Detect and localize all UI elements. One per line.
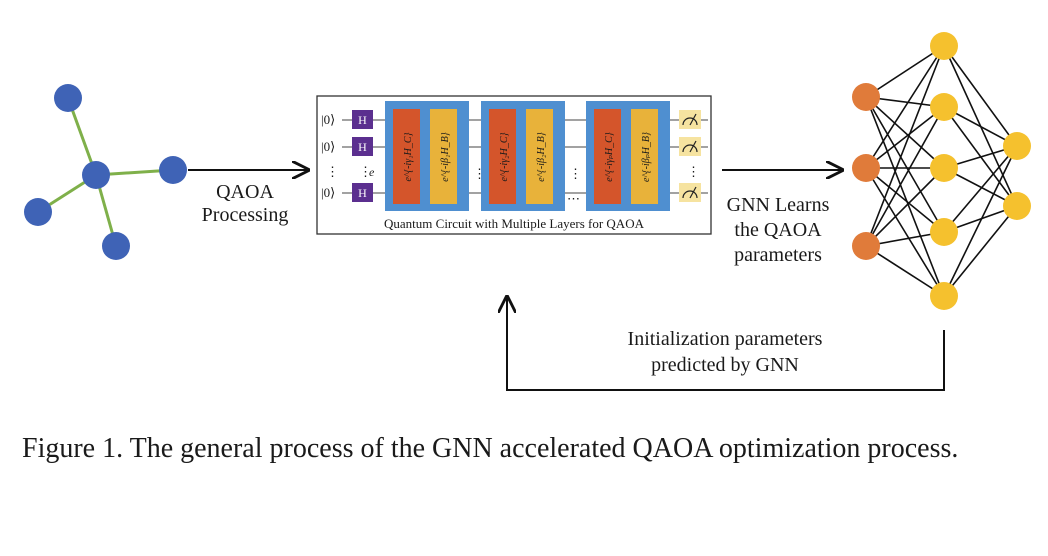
- network-connection: [865, 167, 945, 297]
- graph-node: [159, 156, 187, 184]
- hadamard-gate: [352, 183, 373, 202]
- ket-vertical-dots: ⋮: [326, 164, 339, 179]
- quantum-circuit: |0⟩ |0⟩ ⋮ |0⟩ H H ⋮ e H e^{-iγ₁H_C} e^{-…: [316, 95, 712, 235]
- ket-zero: |0⟩: [321, 112, 335, 127]
- graph-node: [24, 198, 52, 226]
- graph-node: [102, 232, 130, 260]
- hidden-neuron: [930, 32, 958, 60]
- measurement-gate: [679, 137, 701, 156]
- cost-gate: [393, 109, 420, 204]
- mixer-gate: [526, 109, 553, 204]
- gnn-learns-label-line1: GNN Learns: [727, 194, 830, 216]
- cost-gate-label: e^{-iγ₂H_C}: [499, 132, 510, 181]
- network-connection: [865, 167, 945, 247]
- network-connection: [865, 96, 945, 169]
- feedback-label-line1: Initialization parameters: [628, 328, 823, 350]
- input-neuron: [852, 83, 880, 111]
- cost-gate-label: e^{-iγ₁H_C}: [403, 132, 414, 181]
- qaoa-layer-2: e^{-iγ₂H_C} e^{-iβ₂H_B}: [481, 101, 565, 211]
- network-connection: [865, 96, 945, 233]
- network-nodes: [852, 32, 1031, 310]
- hadamard-label: H: [358, 113, 367, 127]
- qaoa-processing-label-line1: QAOA: [216, 181, 274, 203]
- network-connection: [865, 245, 945, 297]
- network-connection: [865, 45, 945, 98]
- feedback-label-line2: predicted by GNN: [651, 354, 799, 376]
- network-connection: [865, 96, 945, 297]
- cost-gate: [489, 109, 516, 204]
- hidden-neuron: [930, 93, 958, 121]
- hidden-neuron: [930, 282, 958, 310]
- network-connection: [865, 167, 945, 233]
- mixer-gate-label: e^{-iβ₂H_B}: [536, 132, 547, 182]
- measurement-gate: [679, 110, 701, 129]
- input-neuron: [852, 232, 880, 260]
- feedback-loop-arrow: [507, 297, 945, 391]
- network-connection: [943, 205, 1018, 297]
- hadamard-gate: [352, 137, 373, 156]
- qaoa-layer-1: e^{-iγ₁H_C} e^{-iβ₁H_B}: [385, 101, 469, 211]
- gnn-learns-label-line3: parameters: [734, 244, 822, 266]
- hadamard-label: H: [358, 140, 367, 154]
- network-connection: [943, 145, 1018, 233]
- hidden-neuron: [930, 218, 958, 246]
- layer-vertical-dots: ⋮: [569, 166, 582, 181]
- hidden-neuron: [930, 154, 958, 182]
- hadamard-label: H: [358, 186, 367, 200]
- mixer-gate-label: e^{-iβₚH_B}: [641, 132, 652, 182]
- mixer-gate: [631, 109, 658, 204]
- ket-zero: |0⟩: [321, 139, 335, 154]
- e-label: e: [369, 165, 375, 179]
- mixer-gate: [430, 109, 457, 204]
- measurement-gate: [679, 183, 701, 202]
- input-graph: [24, 84, 187, 260]
- network-connection: [943, 145, 1018, 297]
- hadamard-gate: [352, 110, 373, 129]
- hadamard-vertical-dots: ⋮: [359, 164, 372, 179]
- network-connection: [865, 45, 945, 247]
- qaoa-processing-label-line2: Processing: [202, 204, 289, 226]
- network-connection: [865, 106, 945, 247]
- graph-node: [54, 84, 82, 112]
- output-neuron: [1003, 132, 1031, 160]
- gnn-learns-label-line2: the QAOA: [734, 219, 822, 241]
- ket-zero: |0⟩: [321, 185, 335, 200]
- network-connection: [943, 45, 1018, 147]
- layer-horizontal-dots: ⋯: [567, 191, 580, 206]
- measure-vertical-dots: ⋮: [687, 164, 700, 179]
- qaoa-layer-p: e^{-iγₚH_C} e^{-iβₚH_B}: [586, 101, 670, 211]
- figure-caption: Figure 1. The general process of the GNN…: [22, 433, 959, 464]
- network-connection: [865, 45, 945, 169]
- gnn-network: [852, 32, 1031, 310]
- output-neuron: [1003, 192, 1031, 220]
- mixer-gate-label: e^{-iβ₁H_B}: [440, 132, 451, 182]
- input-neuron: [852, 154, 880, 182]
- cost-gate: [594, 109, 621, 204]
- graph-node: [82, 161, 110, 189]
- network-connection: [865, 106, 945, 169]
- cost-gate-label: e^{-iγₚH_C}: [604, 132, 615, 182]
- circuit-caption: Quantum Circuit with Multiple Layers for…: [384, 216, 645, 231]
